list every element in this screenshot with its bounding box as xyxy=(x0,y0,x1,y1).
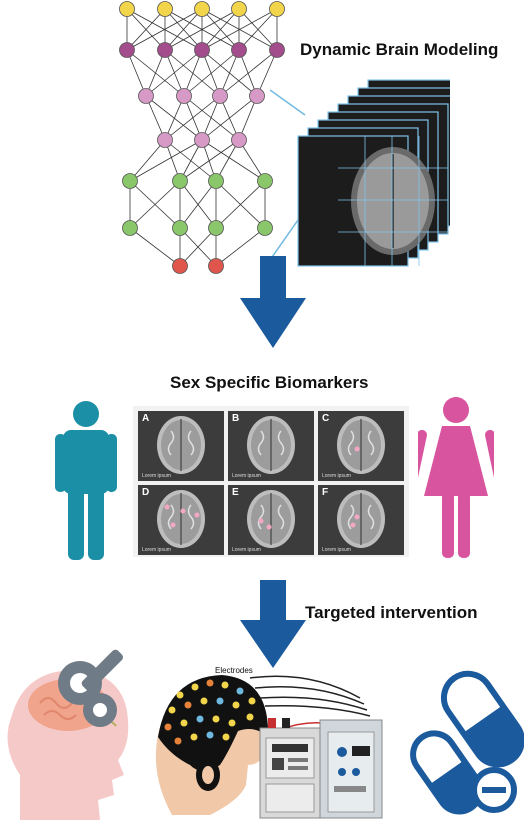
nn-node xyxy=(172,220,188,236)
nn-node xyxy=(231,42,247,58)
nn-node xyxy=(208,173,224,189)
panel-label: E xyxy=(232,487,239,498)
electrode xyxy=(216,697,224,705)
electrode xyxy=(176,691,184,699)
nn-node xyxy=(157,1,173,17)
electrode xyxy=(228,719,236,727)
electrode xyxy=(190,733,198,741)
electrode xyxy=(246,713,254,721)
electrode xyxy=(200,697,208,705)
brain-panel-c: C Lorem ipsum xyxy=(318,411,404,481)
nn-node xyxy=(231,1,247,17)
electrode xyxy=(206,679,214,687)
panel-label: B xyxy=(232,413,240,424)
electrode xyxy=(232,701,240,709)
nn-node xyxy=(157,42,173,58)
electrode xyxy=(174,737,182,745)
electrode xyxy=(221,681,229,689)
nn-node xyxy=(194,1,210,17)
neural-network-diagram xyxy=(119,1,285,274)
down-arrow-icon xyxy=(240,580,306,668)
electrode xyxy=(248,697,256,705)
eeg-cap-icon xyxy=(155,675,269,815)
nn-node xyxy=(138,88,154,104)
nn-node xyxy=(122,220,138,236)
head-wind-up-key-icon xyxy=(7,649,129,820)
female-figure-icon xyxy=(418,397,494,558)
eeg-wires xyxy=(249,675,371,731)
brain-panel-b: B Lorem ipsum xyxy=(228,411,314,481)
nn-node xyxy=(231,132,247,148)
panel-label: D xyxy=(142,487,150,498)
panel-caption: Lorem ipsum xyxy=(232,473,261,479)
brain-panel-f: F Lorem ipsum xyxy=(318,485,404,555)
nn-node xyxy=(157,132,173,148)
electrode xyxy=(168,706,176,714)
down-arrow-icon xyxy=(240,256,306,348)
nn-node xyxy=(269,1,285,17)
nn-node xyxy=(208,258,224,274)
nn-node xyxy=(172,258,188,274)
nn-node xyxy=(212,88,228,104)
panel-caption: Lorem ipsum xyxy=(142,473,171,479)
nn-node xyxy=(257,220,273,236)
panel-caption: Lorem ipsum xyxy=(232,547,261,553)
sex-specific-biomarkers-title: Sex Specific Biomarkers xyxy=(170,373,369,392)
nn-node xyxy=(172,173,188,189)
electrode xyxy=(212,715,220,723)
nn-node xyxy=(119,42,135,58)
electrode xyxy=(222,733,230,741)
nn-node xyxy=(122,173,138,189)
electrode xyxy=(196,715,204,723)
nn-node xyxy=(269,42,285,58)
panel-label: F xyxy=(322,487,329,498)
nn-node xyxy=(176,88,192,104)
panel-caption: Lorem ipsum xyxy=(322,547,351,553)
panel-caption: Lorem ipsum xyxy=(142,547,171,553)
dynamic-brain-modeling-title: Dynamic Brain Modeling xyxy=(300,40,499,59)
electrode xyxy=(206,731,214,739)
mri-slice-stack xyxy=(270,79,450,267)
electrode xyxy=(184,701,192,709)
brain-panel-d: D Lorem ipsum xyxy=(138,485,224,555)
nn-node xyxy=(249,88,265,104)
male-figure-icon xyxy=(55,401,117,560)
electrode xyxy=(164,723,172,731)
brain-panel-e: E Lorem ipsum xyxy=(228,485,314,555)
nn-connections xyxy=(126,8,278,267)
targeted-intervention-title: Targeted intervention xyxy=(305,603,478,622)
nn-node xyxy=(119,1,135,17)
nn-node xyxy=(194,132,210,148)
panel-caption: Lorem ipsum xyxy=(322,473,351,479)
electrodes-label: Electrodes xyxy=(215,666,253,675)
stimulator-device-icon xyxy=(259,718,383,819)
nn-node xyxy=(194,42,210,58)
nn-node xyxy=(257,173,273,189)
electrode xyxy=(236,687,244,695)
pills-icon xyxy=(410,670,524,815)
electrode xyxy=(180,719,188,727)
electrode xyxy=(191,683,199,691)
nn-node xyxy=(208,220,224,236)
panel-label: A xyxy=(142,413,150,424)
brain-panel-a: A Lorem ipsum xyxy=(138,411,224,481)
panel-label: C xyxy=(322,413,330,424)
